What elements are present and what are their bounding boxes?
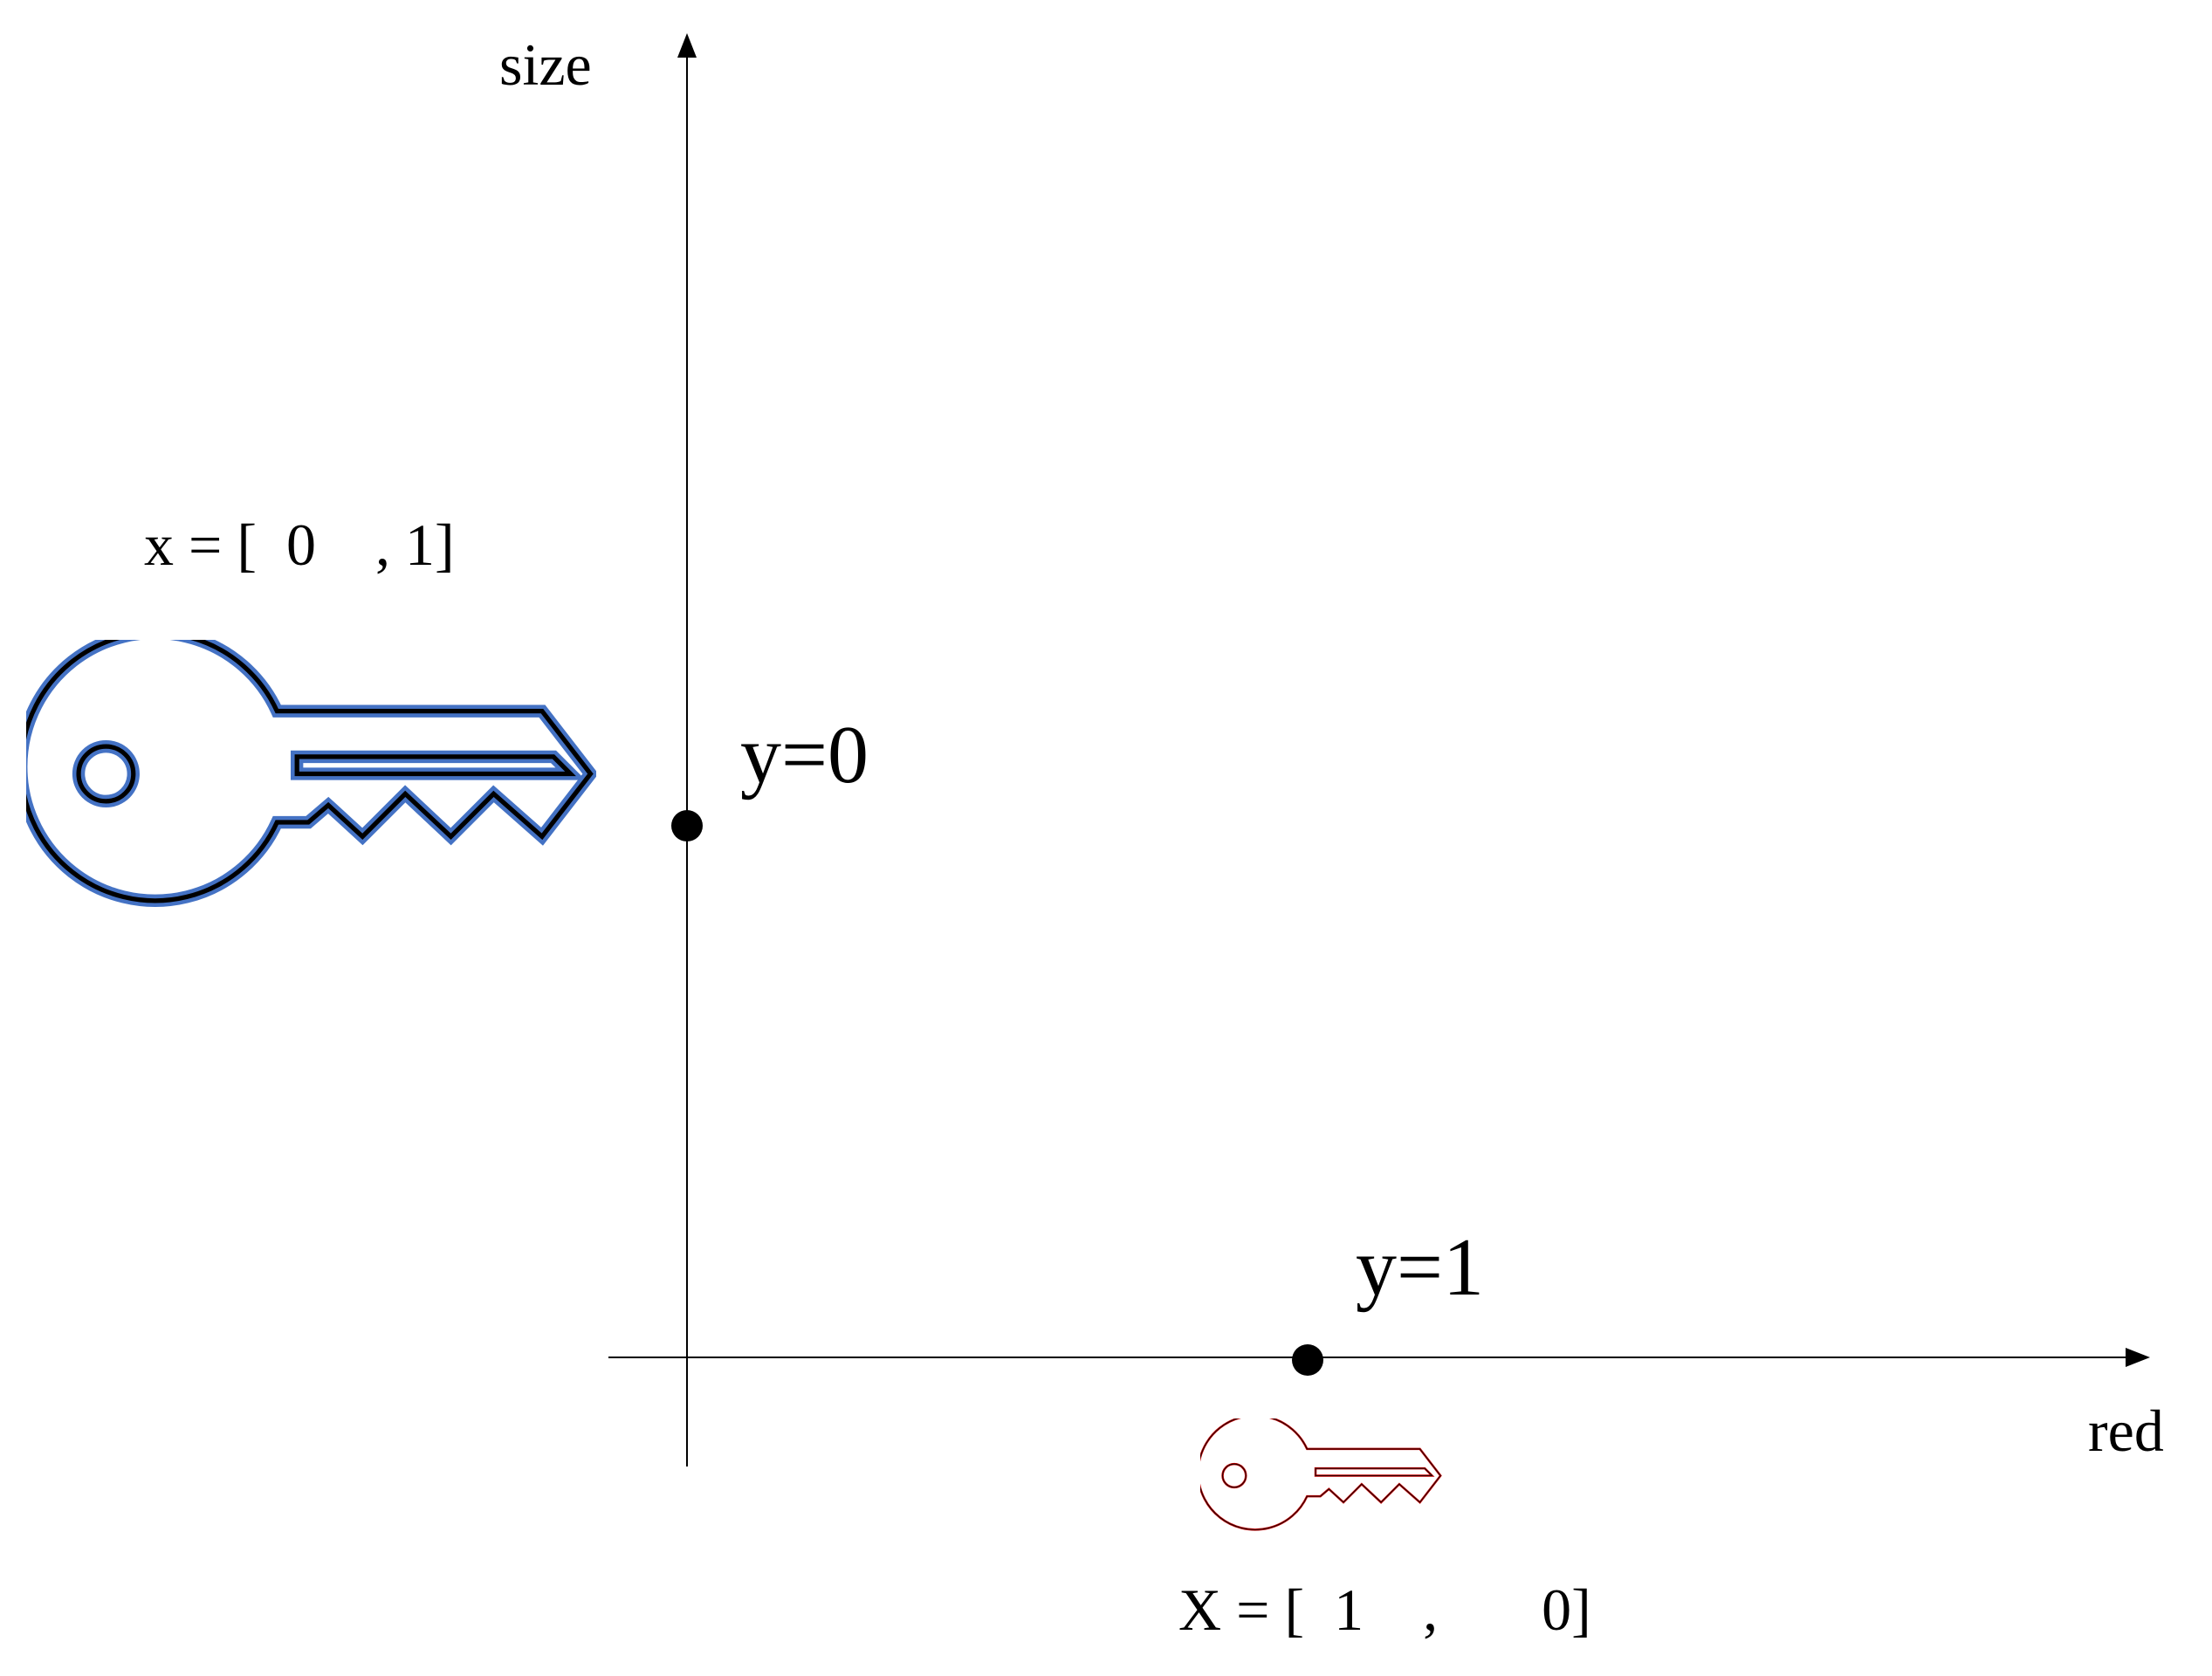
key-icon-blue (21, 633, 590, 901)
point-y0 (671, 810, 703, 841)
feature-vector-red: X = [ 1 , 0] (1178, 1576, 1591, 1643)
point-label-y0: y=0 (740, 710, 869, 800)
x-axis-label: red (2088, 1398, 2164, 1464)
point-y1 (1292, 1344, 1323, 1376)
point-label-y1: y=1 (1356, 1222, 1485, 1313)
x-axis-arrow (2126, 1348, 2150, 1367)
y-axis-arrow (677, 33, 697, 58)
y-axis-label: size (499, 31, 592, 98)
key-icon-red (1200, 1418, 1442, 1531)
feature-vector-blue: x = [ 0 , 1] (144, 512, 455, 578)
